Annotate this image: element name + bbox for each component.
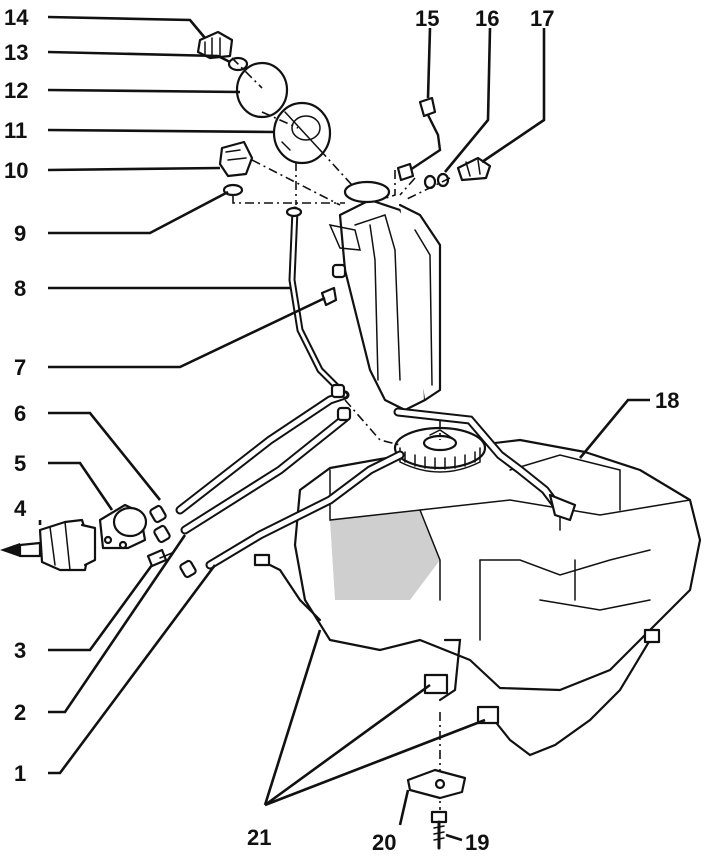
hose-end [285,206,303,218]
strap-clip-center [423,673,449,695]
callout-13: 13 [4,40,28,65]
hose-clip [320,286,338,307]
callout-19: 19 [465,830,489,855]
callout-1: 1 [14,761,26,786]
callout-10: 10 [4,158,28,183]
callout-labels: 14 13 12 11 10 9 8 7 6 5 4 3 2 1 15 16 1… [4,5,679,855]
filter-bracket [98,503,148,550]
screw [430,810,448,850]
callout-16: 16 [475,6,499,31]
callout-12: 12 [4,78,28,103]
callout-20: 20 [372,830,396,855]
tank-straps [253,553,661,757]
cover-disc [235,61,289,119]
fuel-pump-sender [393,426,487,473]
strap-clip-right [643,628,661,644]
callout-11: 11 [4,118,27,143]
filler-neck-top [343,180,391,204]
callout-17: 17 [530,6,554,31]
callout-18: 18 [655,388,679,413]
filler-cap-assembly [196,30,332,218]
strap-clip-left [253,553,271,567]
callout-8: 8 [14,276,26,301]
callout-14: 14 [4,5,29,30]
leader-lines [38,15,650,842]
o-ring [222,183,244,197]
fuel-tank [293,438,702,692]
vent-valve-assembly [396,96,492,190]
callout-5: 5 [14,451,26,476]
filler-cap [196,30,234,60]
hose-clamps [149,263,352,579]
fuel-filter [0,518,97,572]
bolt [146,548,173,568]
mounting-plate [406,768,467,800]
flow-arrow-icon [0,543,20,557]
strap-clip-rear [476,705,500,725]
callout-4: 4 [14,496,27,521]
fuel-hoses [175,206,577,570]
callout-2: 2 [14,700,26,725]
callout-7: 7 [14,355,26,380]
callout-15: 15 [415,6,439,31]
callout-9: 9 [14,221,26,246]
callout-21: 21 [247,825,271,850]
callout-3: 3 [14,638,26,663]
callout-6: 6 [14,401,26,426]
filler-neck [328,180,442,412]
filler-housing [272,101,332,165]
